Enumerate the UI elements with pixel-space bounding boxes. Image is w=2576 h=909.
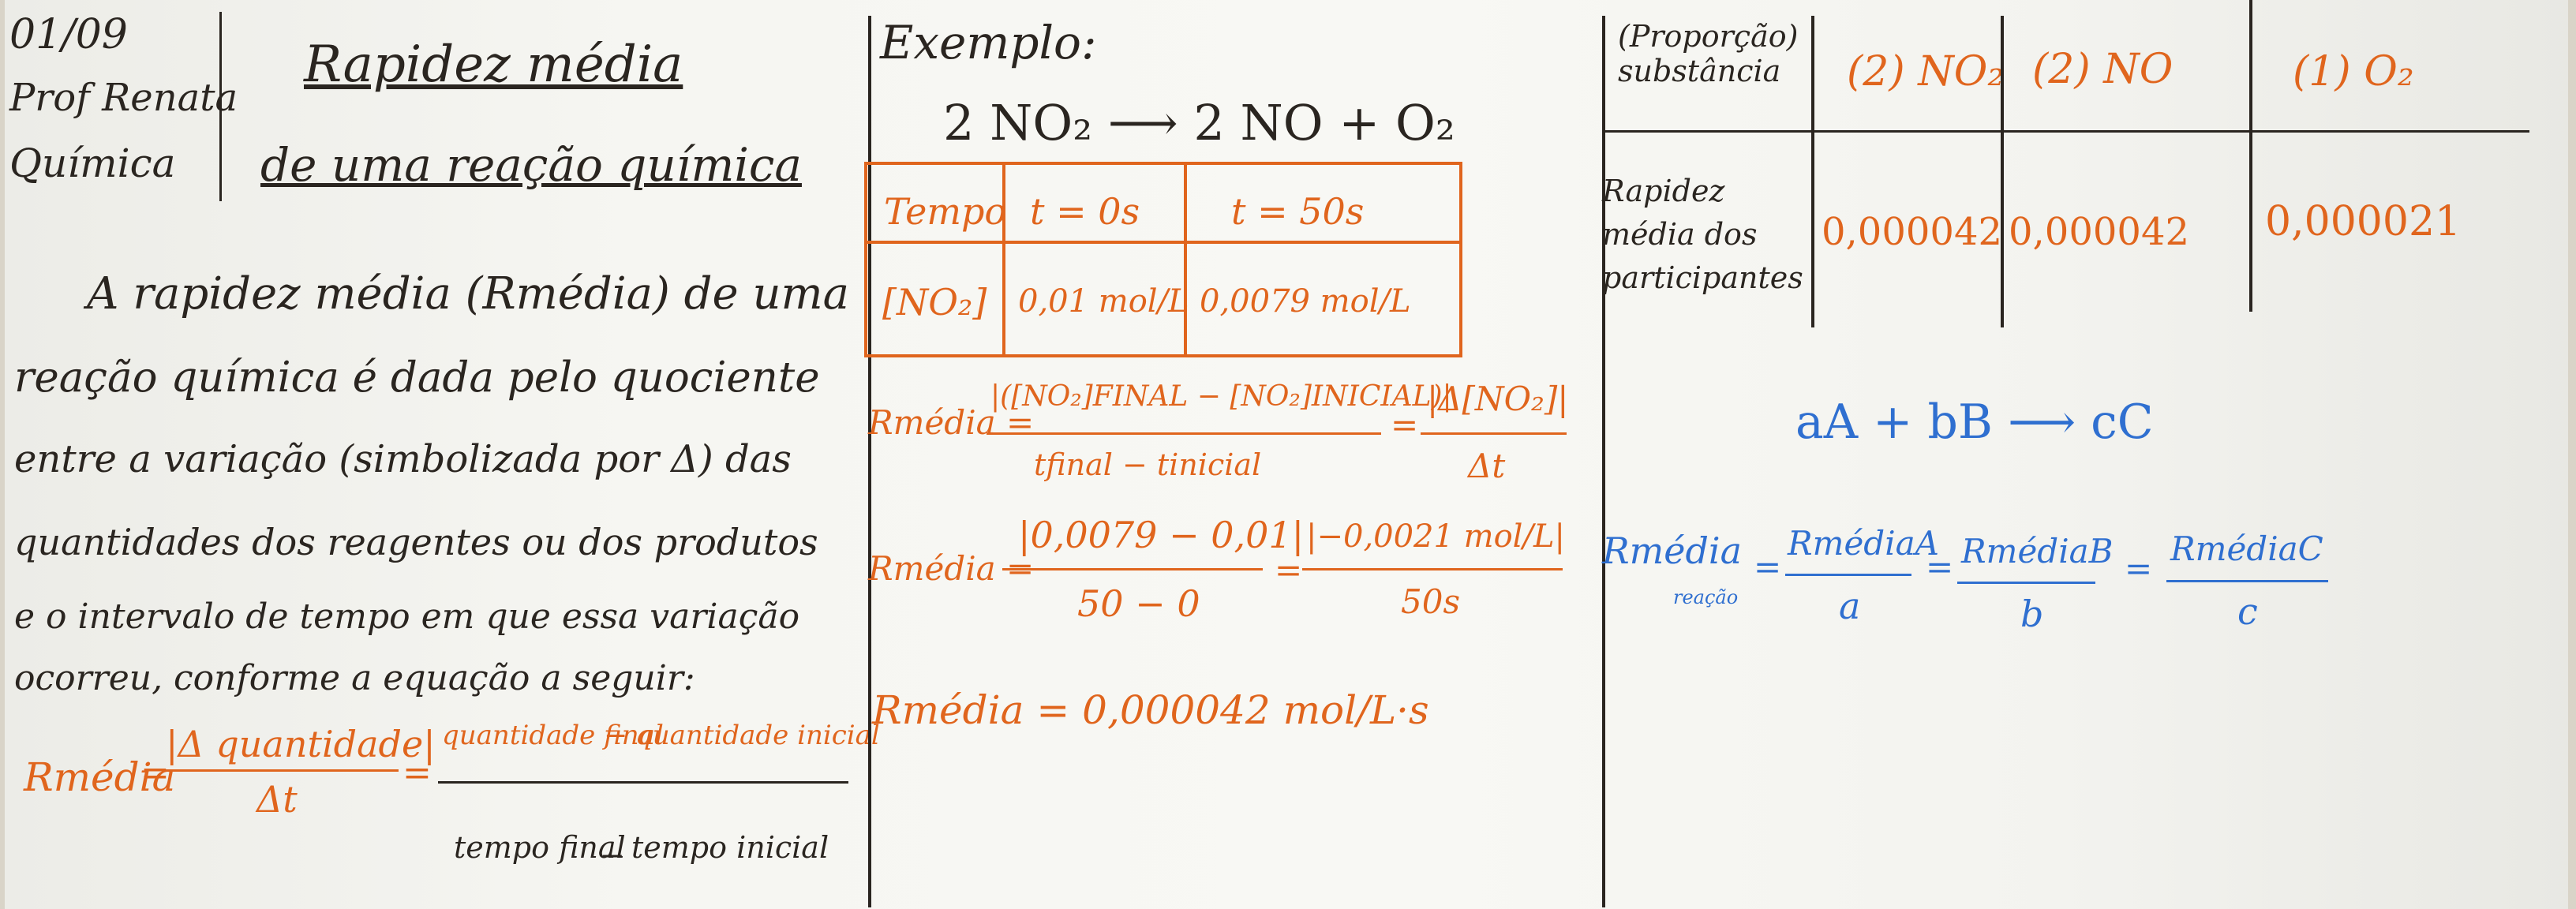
table-cell-conc50: 0,0079 mol/L — [1200, 283, 1411, 320]
formula-eq2: = — [402, 753, 432, 793]
board-frame-left — [0, 0, 5, 909]
formula-denominator: Δt — [256, 778, 298, 821]
formula-den-final: tempo final — [454, 830, 626, 865]
table-cell-t0: t = 0s — [1030, 190, 1140, 233]
rates-value-o2: 0,000021 — [2265, 198, 2462, 245]
general-term-c-num: RmédiaC — [2170, 529, 2323, 568]
ex-f2-eq: = — [1275, 551, 1303, 589]
ex-result: Rmédia = 0,000042 mol/L·s — [872, 687, 1429, 733]
definition-line-1: A rapidez média (Rmédia) de uma — [87, 268, 850, 320]
definition-line-2: reação química é dada pelo quociente — [14, 354, 820, 402]
general-term-b-den: b — [2020, 593, 2044, 635]
rates-col-no2: (2) NO₂ — [1847, 48, 2005, 95]
formula-den-minus: − — [600, 838, 625, 873]
ex-f1-bar2 — [1421, 432, 1567, 435]
title-line2: de uma reação química — [260, 138, 802, 192]
formula-big-bar — [438, 781, 848, 784]
formula-lhs: Rmédia — [24, 754, 176, 800]
general-term-a-den: a — [1839, 585, 1861, 627]
title-line1: Rapidez média — [304, 36, 683, 94]
formula-numerator: |Δ quantidade| — [166, 723, 436, 765]
ex-f2-num: |0,0079 − 0,01| — [1018, 514, 1305, 556]
ex-f2-bar2 — [1302, 568, 1563, 570]
definition-line-5: e o intervalo de tempo em que essa varia… — [14, 597, 800, 637]
formula-den-initial: tempo inicial — [631, 830, 829, 865]
subject-text: Química — [9, 140, 176, 186]
rates-row-label: Rapidez média dos participantes — [1602, 174, 1803, 296]
general-term-c-den: c — [2237, 590, 2258, 633]
ex-f1-den: tfinal − tinicial — [1034, 447, 1262, 482]
ex-f2-bar — [1002, 568, 1263, 570]
ex-f1-num: |([NO₂]FINAL − [NO₂]INICIAL)| — [990, 380, 1452, 413]
formula-eq1: = — [140, 753, 170, 793]
ex-f2-den: 50 − 0 — [1077, 582, 1200, 625]
rates-col-line-1 — [1811, 16, 1814, 327]
table-cell-no2: [NO₂] — [882, 281, 987, 324]
data-table-col-line-2 — [1184, 162, 1187, 354]
table-cell-t50: t = 50s — [1231, 190, 1365, 233]
rates-col-o2: (1) O₂ — [2293, 48, 2414, 95]
table-cell-conc0: 0,01 mol/L — [1018, 283, 1189, 320]
column-divider-1 — [868, 16, 871, 907]
rates-table-header-label: (Proporção) substância — [1618, 19, 1799, 88]
general-eq-sign: = — [1754, 548, 1782, 586]
general-term-c-bar — [2166, 580, 2328, 582]
table-cell-tempo: Tempo — [884, 190, 1007, 233]
ex-f1-bar — [987, 432, 1381, 435]
general-eq-sign-2: = — [1926, 548, 1954, 586]
ex-f2-num2: |−0,0021 mol/L| — [1306, 518, 1565, 555]
ex-f1-eq: = — [1391, 406, 1419, 444]
teacher-text: Prof Renata — [9, 76, 238, 120]
rates-value-no2: 0,000042 — [1822, 210, 2003, 254]
board-frame-right — [2568, 0, 2576, 909]
ex-f1-num2: |Δ[NO₂]| — [1427, 380, 1569, 418]
data-table — [864, 162, 1462, 357]
rates-value-no: 0,000042 — [2009, 210, 2190, 254]
rates-col-no: (2) NO — [2032, 46, 2174, 93]
example-heading: Exemplo: — [880, 16, 1097, 69]
definition-line-3: entre a variação (simbolizada por Δ) das — [14, 437, 792, 481]
reaction-equation: 2 NO₂ ⟶ 2 NO + O₂ — [943, 94, 1455, 152]
general-term-b-bar — [1957, 582, 2095, 584]
general-term-b-num: RmédiaB — [1961, 532, 2114, 570]
general-lhs: Rmédia — [1602, 529, 1743, 572]
general-lhs-subscript: reação — [1673, 586, 1739, 608]
header-divider — [219, 12, 222, 201]
general-equation: aA + bB ⟶ cC — [1795, 395, 2154, 450]
ex-f1-den2: Δt — [1468, 447, 1506, 485]
data-table-col-line-1 — [1002, 162, 1005, 354]
formula-num-minus: − — [604, 720, 628, 752]
data-table-row-line — [864, 241, 1459, 244]
rates-col-line-3 — [2249, 0, 2252, 312]
column-divider-2 — [1602, 16, 1605, 907]
general-term-a-num: RmédiaA — [1788, 524, 1939, 563]
rates-row-line — [1602, 130, 2529, 133]
date-text: 01/09 — [9, 11, 128, 58]
general-term-a-bar — [1785, 574, 1911, 576]
general-eq-sign-3: = — [2125, 549, 2153, 588]
rates-col-line-2 — [2001, 16, 2004, 327]
formula-num-final: quantidade final — [442, 720, 664, 751]
definition-line-6: ocorreu, conforme a equação a seguir: — [14, 658, 695, 698]
formula-fraction-bar — [162, 769, 399, 772]
formula-num-initial: quantidade inicial — [635, 720, 880, 751]
ex-f2-den2: 50s — [1401, 582, 1460, 621]
definition-line-4: quantidades dos reagentes ou dos produto… — [14, 521, 818, 563]
